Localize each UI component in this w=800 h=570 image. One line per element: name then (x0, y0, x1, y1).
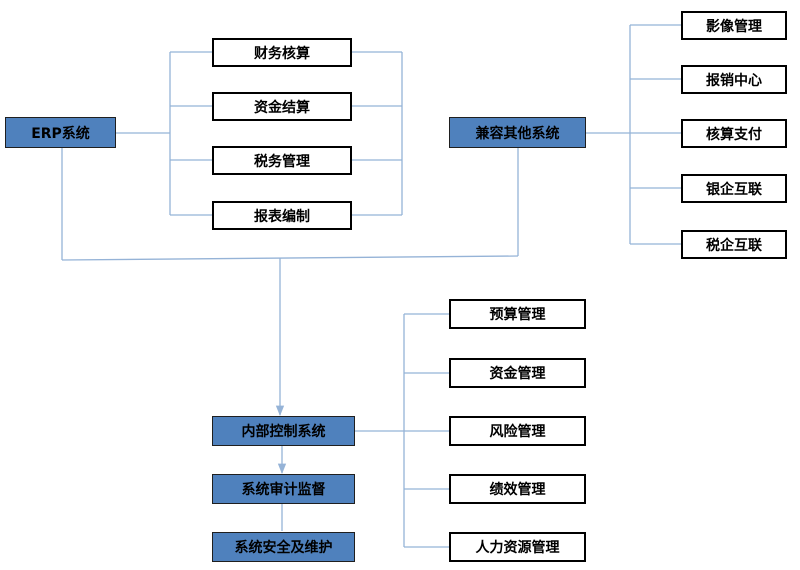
audit-supervision-box: 系统审计监督 (212, 474, 355, 504)
control-module-risk: 风险管理 (449, 416, 586, 446)
internal-control-box: 内部控制系统 (212, 416, 355, 446)
security-maintenance-box: 系统安全及维护 (212, 532, 355, 562)
erp-module-fund-settlement: 资金结算 (212, 92, 352, 121)
compat-system-box: 兼容其他系统 (449, 117, 586, 148)
compat-module-image-management: 影像管理 (681, 11, 787, 40)
compat-module-accounting-payment: 核算支付 (681, 119, 787, 148)
control-module-funds: 资金管理 (449, 358, 586, 388)
erp-module-finance-accounting: 财务核算 (212, 38, 352, 67)
compat-module-reimbursement-center: 报销中心 (681, 65, 787, 94)
compat-module-bank-enterprise: 银企互联 (681, 174, 787, 203)
control-module-performance: 绩效管理 (449, 474, 586, 504)
erp-system-box: ERP系统 (5, 117, 116, 148)
merge-line (61, 255, 519, 261)
control-module-budget: 预算管理 (449, 299, 586, 329)
erp-module-tax-management: 税务管理 (212, 146, 352, 175)
erp-module-report-preparation: 报表编制 (212, 201, 352, 230)
compat-module-tax-enterprise: 税企互联 (681, 230, 787, 259)
control-module-human-resources: 人力资源管理 (449, 532, 586, 562)
